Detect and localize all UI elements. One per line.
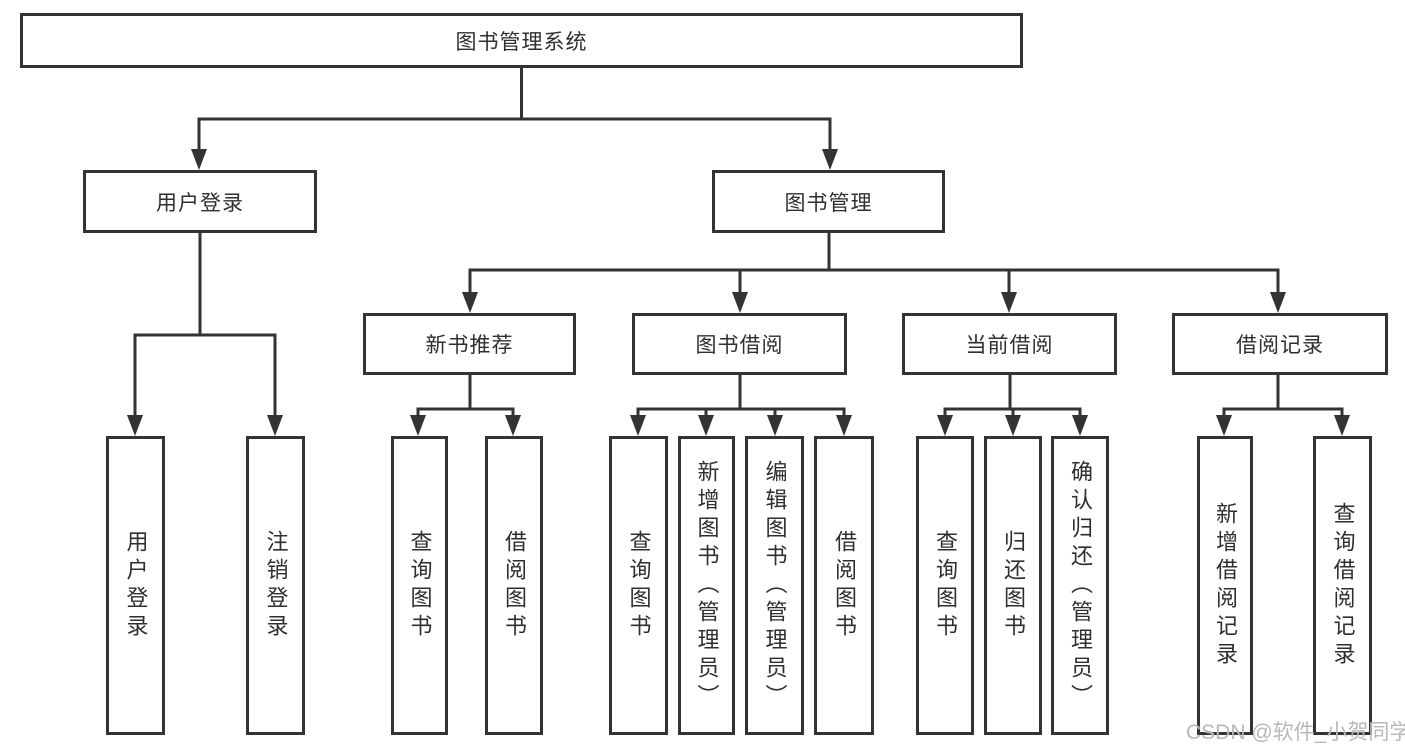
node-label: 编辑图书（管理员） — [762, 459, 788, 712]
node-label: 借阅图书 — [832, 529, 857, 642]
node-leaf-logout: 注销登录 — [246, 436, 305, 735]
node-leaf-query-books-borrow: 查询图书 — [609, 436, 668, 735]
node-label: 确认归还（管理员） — [1068, 459, 1093, 712]
branch-book-borrow — [630, 375, 852, 436]
node-leaf-confirm-return-admin: 确认归还（管理员） — [1051, 436, 1109, 735]
node-leaf-add-book-admin: 新增图书（管理员） — [678, 436, 735, 735]
node-label: 图书管理系统 — [455, 30, 588, 54]
node-label: 当前借阅 — [965, 334, 1054, 357]
node-label: 查询借阅记录 — [1330, 501, 1356, 670]
node-label: 图书管理 — [784, 191, 873, 215]
node-new-book-recommend: 新书推荐 — [363, 313, 576, 375]
node-leaf-return-book: 归还图书 — [984, 436, 1042, 735]
node-label: 用户登录 — [123, 529, 149, 642]
branch-book-mgmt — [462, 233, 1286, 313]
branch-borrow-rec — [1216, 375, 1350, 436]
node-user-login: 用户登录 — [83, 170, 317, 233]
node-leaf-edit-book-admin: 编辑图书（管理员） — [745, 436, 804, 735]
node-leaf-user-login: 用户登录 — [106, 436, 165, 735]
branch-new-rec — [410, 375, 521, 436]
branch-user-login — [127, 233, 283, 436]
node-label: 新书推荐 — [425, 334, 514, 357]
branch-cur-borrow — [937, 375, 1088, 436]
branch-root — [191, 68, 838, 170]
csdn-watermark: CSDN @软件_小贺同学 — [1186, 721, 1405, 744]
node-book-management: 图书管理 — [712, 170, 945, 233]
node-label: 新增借阅记录 — [1213, 501, 1238, 670]
node-leaf-query-books-newrec: 查询图书 — [391, 436, 448, 735]
node-leaf-query-books-current: 查询图书 — [916, 436, 974, 735]
node-label: 借阅图书 — [502, 529, 527, 642]
node-book-management-system: 图书管理系统 — [20, 13, 1023, 68]
node-leaf-add-borrow-record: 新增借阅记录 — [1197, 436, 1253, 735]
node-label: 注销登录 — [263, 529, 289, 642]
node-label: 查询图书 — [933, 529, 958, 642]
node-label: 归还图书 — [1001, 529, 1026, 642]
node-book-borrowing: 图书借阅 — [632, 313, 847, 375]
node-leaf-borrow-books: 借阅图书 — [814, 436, 874, 735]
node-label: 新增图书（管理员） — [694, 459, 720, 712]
node-label: 借阅记录 — [1236, 334, 1324, 357]
node-leaf-query-borrow-record: 查询借阅记录 — [1313, 436, 1372, 735]
node-label: 用户登录 — [156, 191, 244, 215]
node-borrowing-records: 借阅记录 — [1172, 313, 1388, 375]
node-leaf-borrow-books-newrec: 借阅图书 — [485, 436, 543, 735]
node-current-borrowing: 当前借阅 — [902, 313, 1117, 375]
node-label: 查询图书 — [407, 529, 433, 642]
node-label: 图书借阅 — [695, 334, 784, 357]
node-label: 查询图书 — [626, 529, 652, 642]
